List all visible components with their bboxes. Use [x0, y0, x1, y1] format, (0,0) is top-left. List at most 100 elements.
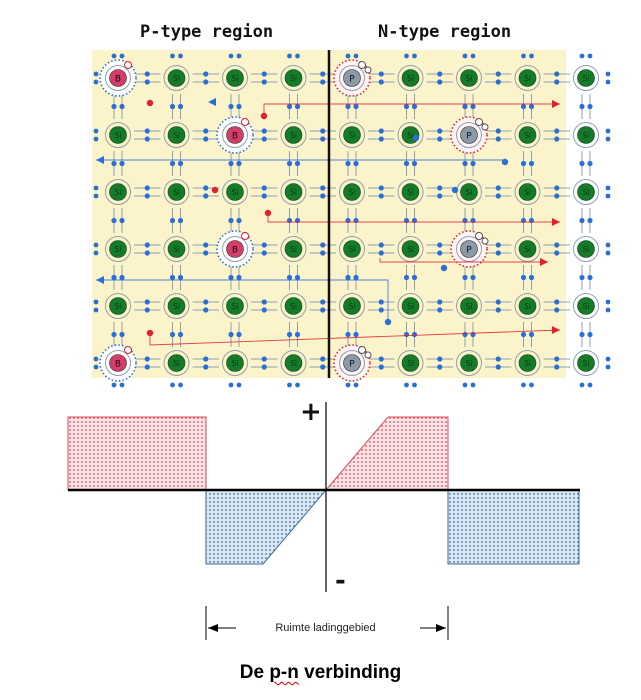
bond-electron — [462, 331, 468, 338]
edge-electron — [412, 382, 417, 388]
bond-electron — [587, 274, 593, 281]
bond-electron — [177, 331, 184, 338]
bond-electron — [286, 331, 293, 338]
lattice-site: Si — [397, 293, 424, 319]
lattice-site: Si — [105, 236, 131, 262]
bond-electron — [320, 128, 326, 134]
bond-electron — [111, 103, 117, 110]
bond-electron — [495, 242, 501, 248]
lattice-site: Si — [573, 179, 599, 205]
bond-electron — [495, 299, 501, 305]
bond-electron — [228, 274, 234, 281]
bond-electron — [411, 331, 418, 338]
bond-electron — [203, 356, 209, 362]
phosphorus-atom — [460, 126, 478, 144]
bond-electron — [554, 136, 560, 142]
bond-electron — [144, 71, 150, 77]
bond-electron — [378, 242, 384, 248]
bond-electron — [378, 307, 384, 313]
silicon-symbol: Si — [290, 131, 297, 140]
bond-electron — [345, 160, 351, 167]
bond-electron — [320, 364, 326, 370]
silicon-symbol: Si — [583, 188, 590, 197]
bond-electron — [261, 242, 267, 248]
phosphorus-atom — [343, 69, 361, 87]
bond-electron — [378, 71, 384, 77]
bond-electron — [378, 356, 384, 362]
bond-ring — [573, 293, 599, 319]
hole-marker — [241, 118, 249, 126]
bond-electron — [228, 160, 234, 167]
free-electron-marker — [481, 123, 489, 131]
bond-electron — [353, 160, 359, 167]
free-hole — [146, 99, 154, 107]
phosphorus-symbol: P — [466, 246, 472, 256]
carrier-path — [96, 279, 389, 322]
lattice-site: Si — [514, 179, 541, 205]
silicon-atom — [460, 183, 478, 201]
bond-electron — [261, 250, 267, 256]
edge-electron — [521, 382, 526, 388]
bond-electron — [320, 299, 326, 305]
edge-electron — [287, 53, 292, 59]
silicon-symbol: Si — [290, 74, 297, 83]
silicon-symbol: Si — [524, 131, 531, 140]
lattice-site: Si — [514, 350, 541, 376]
free-electron-marker — [481, 237, 489, 245]
carrier-path — [379, 258, 548, 263]
lattice-site: Si — [280, 122, 307, 148]
edge-electron — [93, 193, 99, 199]
bond-electron — [378, 299, 384, 305]
bond-electron — [261, 193, 267, 199]
bond-electron — [320, 242, 326, 248]
edge-electron — [579, 53, 585, 59]
silicon-atom — [401, 69, 420, 87]
silicon-symbol: Si — [115, 245, 122, 254]
boron-symbol: B — [232, 132, 238, 142]
lattice-site: P — [450, 230, 489, 268]
silicon-symbol: Si — [583, 245, 590, 254]
bond-electron — [520, 331, 527, 338]
negative-charge-sign: - — [335, 566, 346, 596]
bond-ring — [514, 293, 541, 319]
carrier-paths — [96, 98, 561, 346]
bond-electron — [554, 307, 560, 313]
bond-electron — [144, 250, 150, 256]
lattice-site: Si — [456, 65, 482, 91]
silicon-symbol: Si — [524, 302, 531, 311]
bond-electron — [261, 185, 267, 191]
bond-ring — [222, 65, 248, 91]
silicon-atom — [284, 354, 303, 372]
silicon-atom — [577, 297, 595, 315]
bond-electron — [437, 307, 443, 313]
bond-ring — [456, 350, 482, 376]
silicon-symbol: Si — [466, 188, 473, 197]
lattice-site: Si — [105, 122, 131, 148]
bond-ring — [339, 122, 365, 148]
silicon-atom — [577, 69, 595, 87]
edge-electron — [345, 53, 351, 59]
hole-marker — [241, 232, 249, 240]
bond-electron — [144, 364, 150, 370]
silicon-symbol: Si — [173, 245, 180, 254]
edge-electron — [587, 53, 593, 59]
lattice-site: Si — [339, 293, 365, 319]
bond-ring — [456, 236, 482, 262]
silicon-atom — [167, 183, 186, 201]
free-electron-marker — [475, 118, 483, 126]
bond-electron — [353, 103, 359, 110]
edge-electron — [605, 250, 611, 256]
bond-electron — [177, 274, 184, 281]
bond-ring — [105, 179, 131, 205]
bond-electron — [411, 103, 418, 110]
bond-ring — [280, 236, 307, 262]
silicon-symbol: Si — [583, 131, 590, 140]
bond-ring — [456, 293, 482, 319]
edge-electron — [353, 382, 359, 388]
bond-ring — [105, 122, 131, 148]
silicon-symbol: Si — [524, 245, 531, 254]
bond-electron — [403, 274, 410, 281]
silicon-atom — [226, 183, 244, 201]
carrier-path — [149, 329, 561, 346]
